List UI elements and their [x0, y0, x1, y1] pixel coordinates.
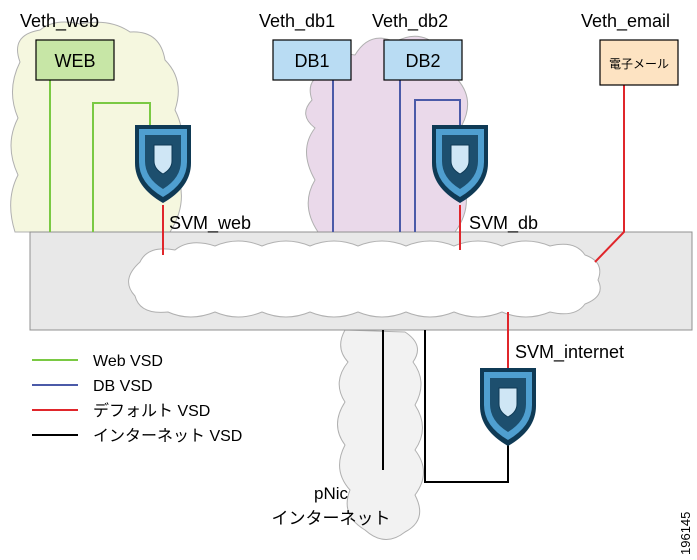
svm-internet-label: SVM_internet	[515, 342, 624, 363]
pnic-label: pNic	[314, 484, 349, 503]
legend: Web VSD DB VSD デフォルト VSD インターネット VSD	[32, 353, 242, 445]
figure-id: 196145	[678, 512, 693, 555]
web-vnic-box	[35, 39, 115, 81]
legend-label-internet: インターネット VSD	[93, 427, 242, 445]
svm-web-label: SVM_web	[169, 213, 251, 234]
web-vnic-box-label: WEB	[54, 51, 95, 71]
legend-label-default: デフォルト VSD	[93, 401, 210, 420]
internet-cloud	[337, 329, 424, 540]
email-vnic-box-label: 電子メール	[609, 57, 669, 71]
pnic-internet-label: インターネット	[272, 509, 391, 528]
default-vsd-line-email	[594, 85, 625, 263]
db1-vnic-box-label: DB1	[294, 51, 329, 71]
internet-vsd-line-svm	[424, 330, 509, 483]
web-vsd-line-2	[92, 102, 151, 232]
db2-vnic-box-label: DB2	[405, 51, 440, 71]
db1-vnic-box	[272, 39, 352, 81]
veth-db2-label: Veth_db2	[372, 11, 448, 32]
db-vsd-cloud	[305, 35, 470, 233]
db-vsd-line-3	[414, 99, 461, 232]
svm-internet-shield-icon	[479, 367, 537, 447]
veth-db1-label: Veth_db1	[259, 11, 335, 32]
legend-label-db: DB VSD	[93, 378, 153, 395]
veth-email-label: Veth_email	[581, 11, 670, 32]
veth-web-label: Veth_web	[20, 11, 99, 32]
db2-vnic-box	[383, 39, 463, 81]
switch-cloud	[128, 240, 601, 318]
svm-db-label: SVM_db	[469, 213, 538, 234]
legend-label-web: Web VSD	[93, 353, 163, 370]
email-vnic-box	[599, 39, 679, 86]
